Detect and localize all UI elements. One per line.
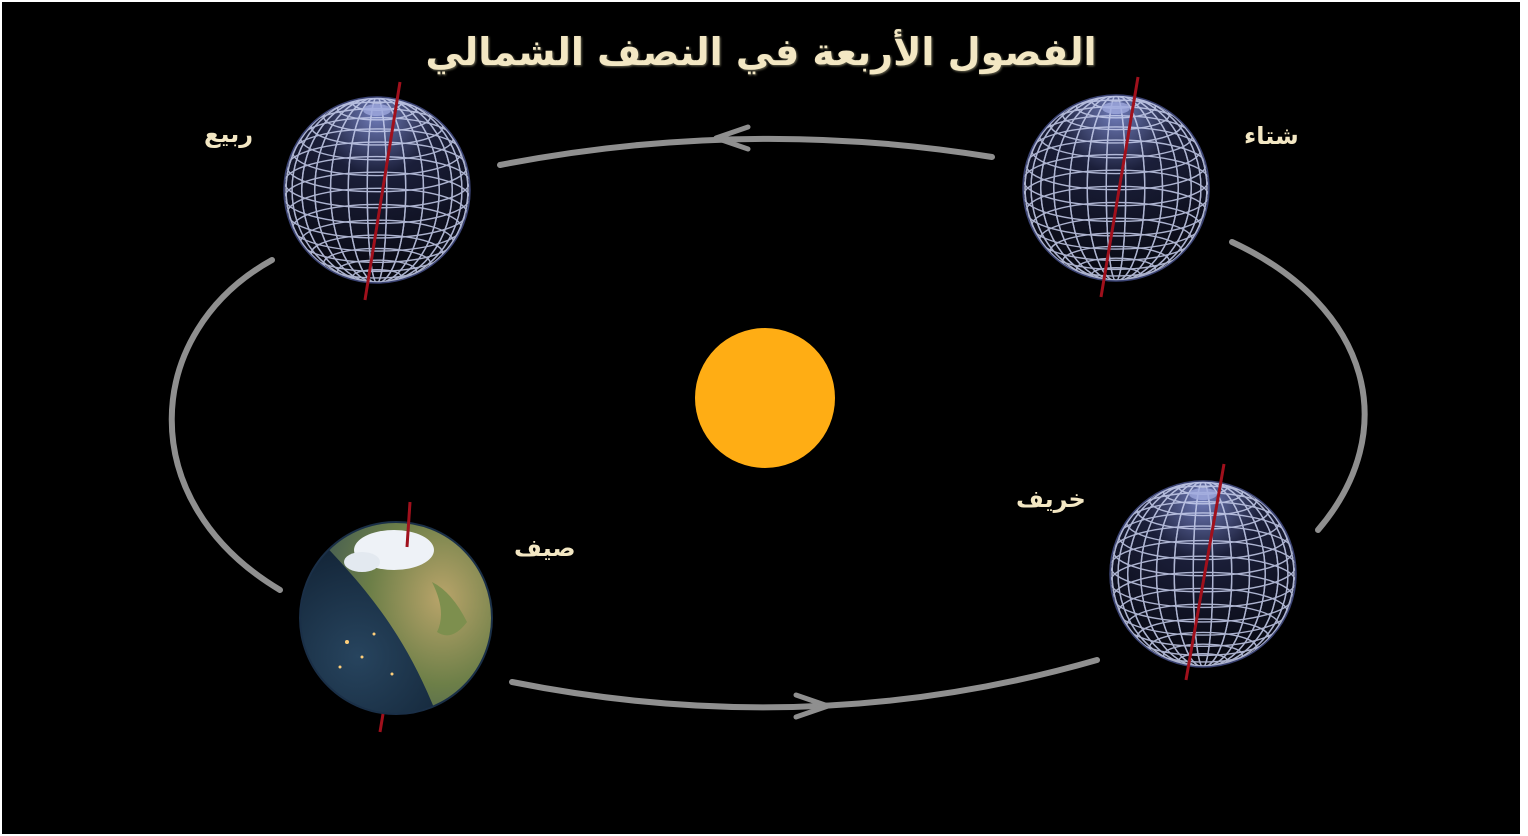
orbit-arc-top xyxy=(497,135,995,168)
axis-summer-south xyxy=(378,713,385,733)
season-label-spring: ربيع xyxy=(204,120,254,148)
axis-spring xyxy=(363,81,402,301)
axis-summer xyxy=(405,501,412,548)
season-label-autumn: خريف xyxy=(1016,485,1086,513)
orbit-arrow-icon xyxy=(713,124,751,152)
orbit-arc-bottom xyxy=(509,657,1100,711)
earth-icon xyxy=(299,521,493,715)
orbit-arc-left xyxy=(168,257,283,593)
globe-grid-icon xyxy=(1022,94,1210,282)
orbit-path xyxy=(168,135,1368,711)
orbit-arc-right xyxy=(1229,239,1368,533)
page-title: الفصول الأربعة في النصف الشمالي xyxy=(425,30,1097,74)
axis-autumn xyxy=(1184,463,1226,681)
season-label-winter: شتاء xyxy=(1244,122,1299,150)
season-label-summer: صيف xyxy=(514,534,576,562)
globe-grid-icon xyxy=(1109,480,1297,668)
orbit-arrow-icon xyxy=(793,692,831,720)
globe-grid-icon xyxy=(283,96,471,284)
axis-winter xyxy=(1099,76,1140,298)
sun-icon xyxy=(695,328,835,468)
